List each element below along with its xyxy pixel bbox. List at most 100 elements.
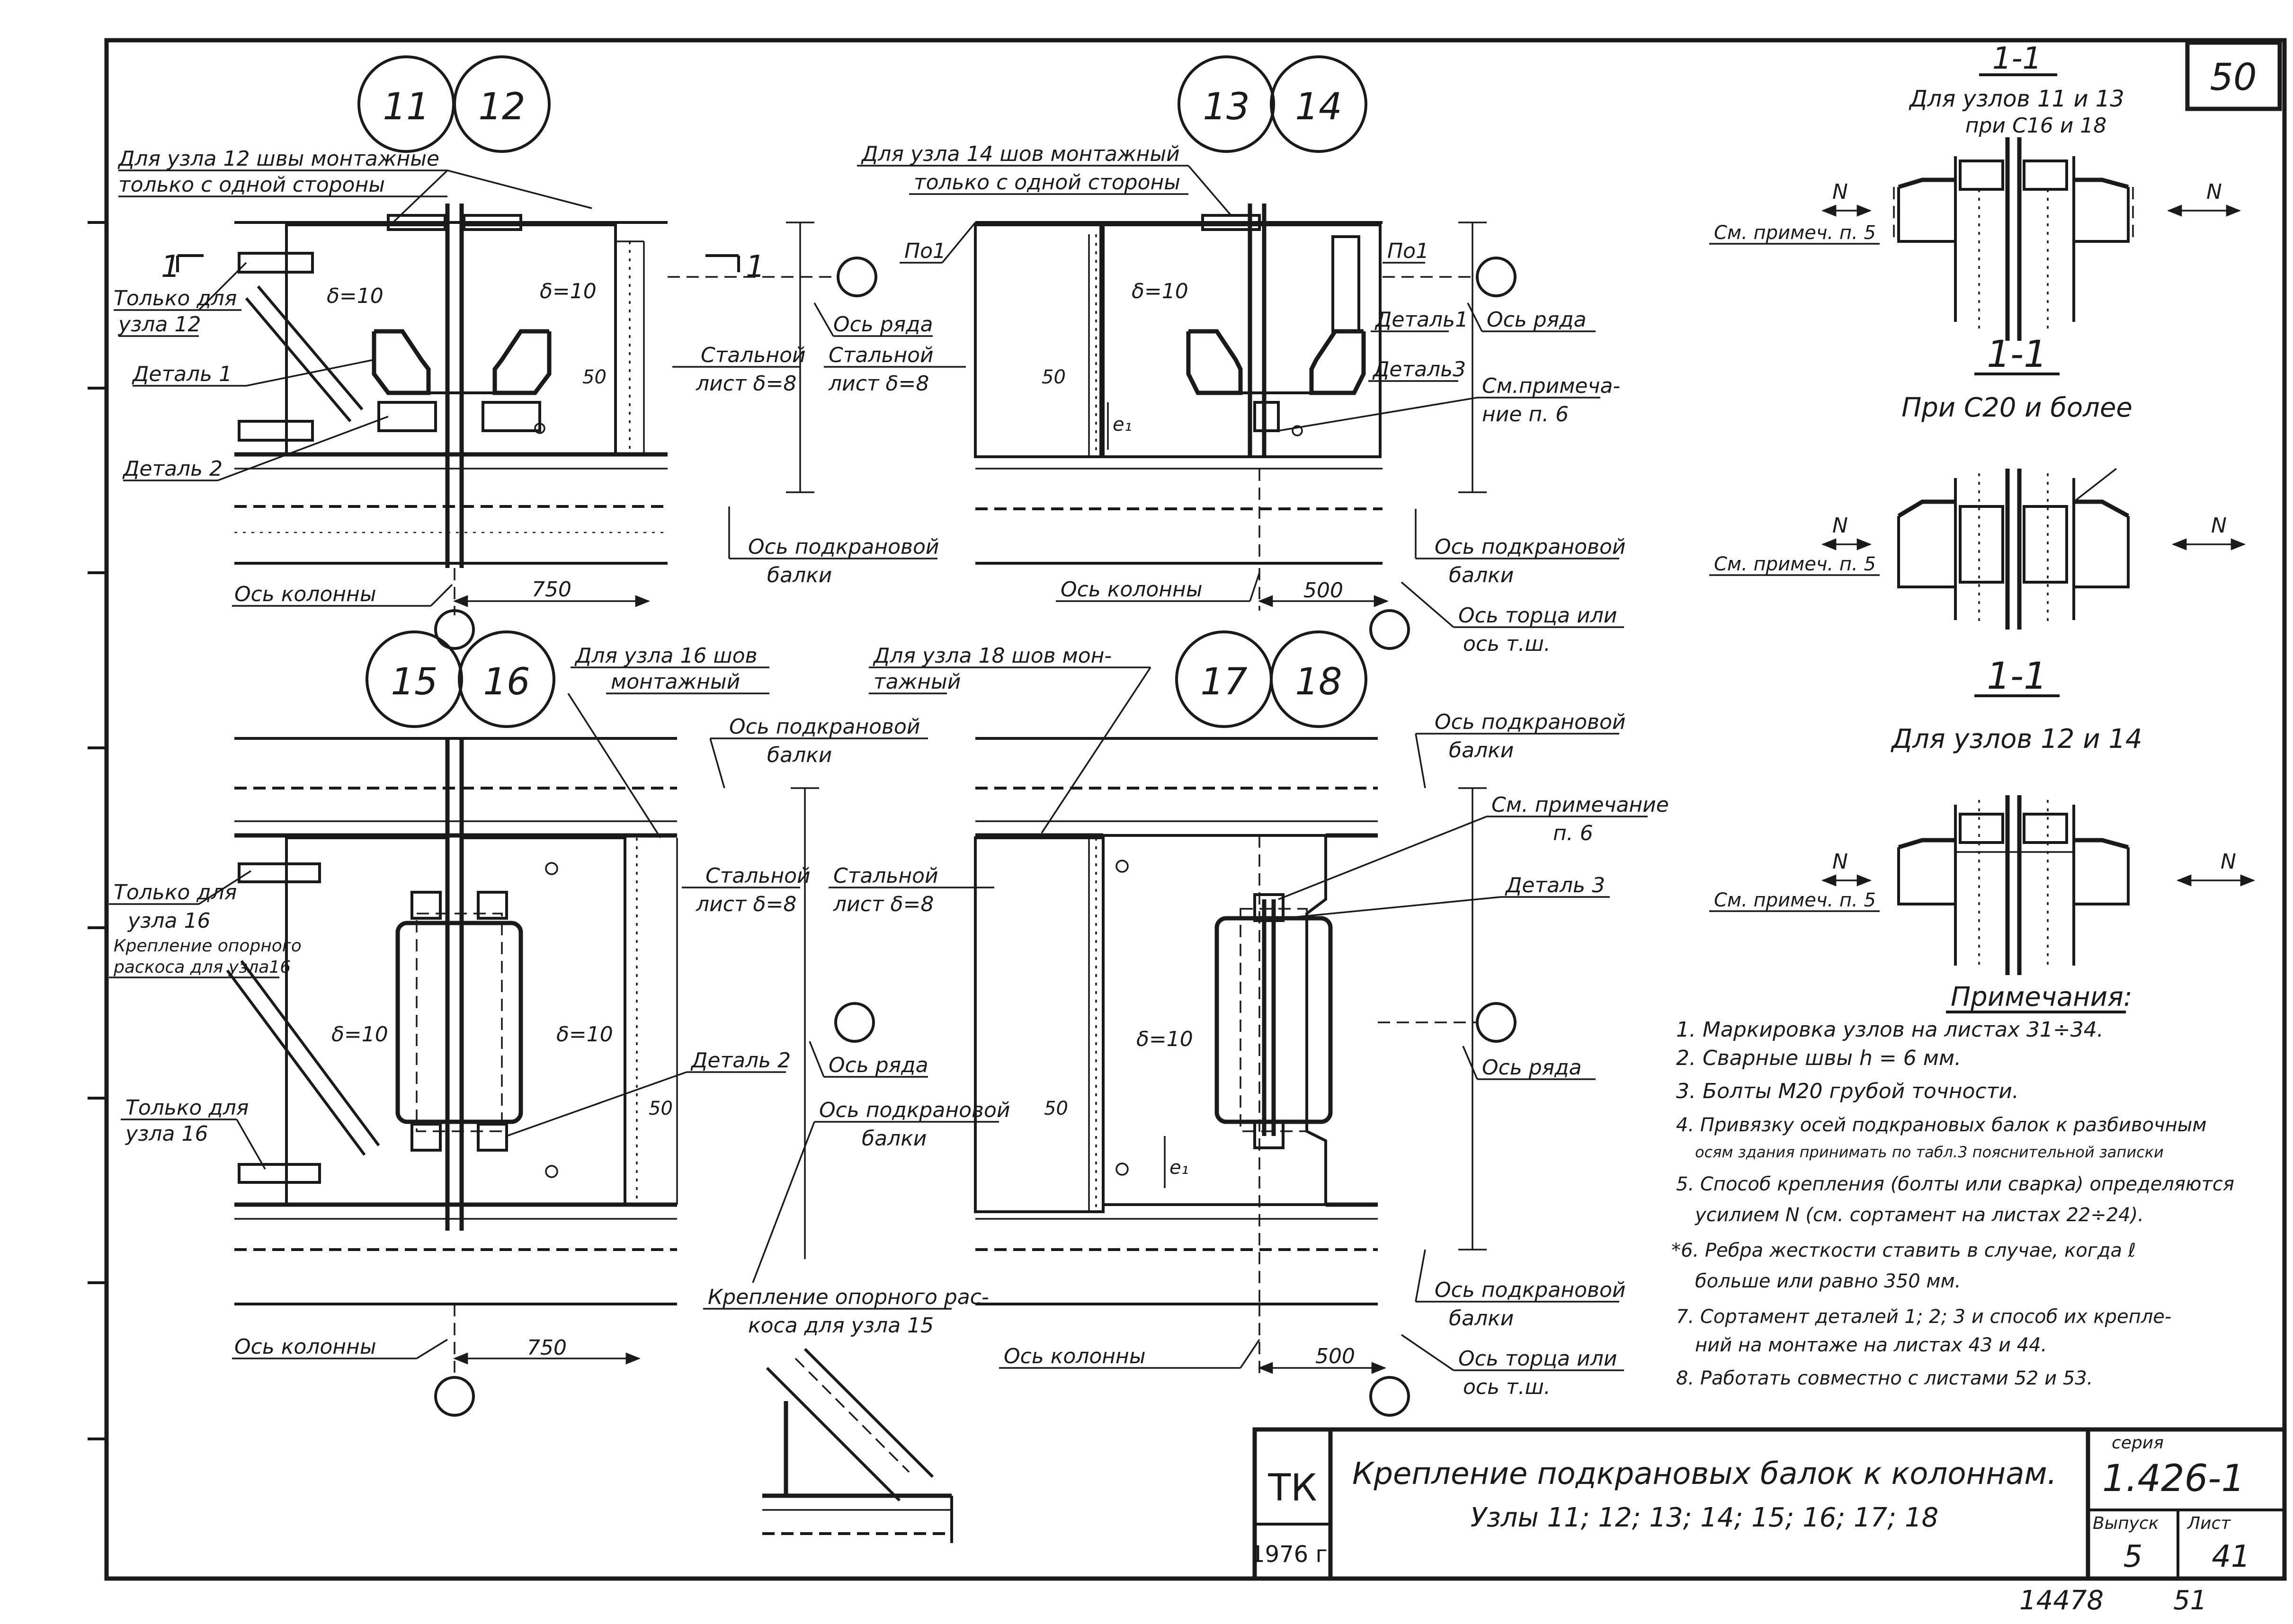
note-6b: больше или равно 350 мм. xyxy=(1695,1270,1961,1292)
note-6a: *6. Ребра жесткости ставить в случае, ко… xyxy=(1671,1240,2136,1261)
notes-block: Примечания: 1. Маркировка узлов на листа… xyxy=(1671,982,2234,1389)
see-note-top-right-l2: ние п. 6 xyxy=(1482,402,1569,426)
force-n-a-left: N xyxy=(1832,180,1848,204)
brace15-l1: Крепление опорного рас- xyxy=(708,1285,989,1309)
node-18-label: 18 xyxy=(1295,661,1342,703)
dim-750-bottom: 750 xyxy=(527,1336,567,1360)
section-a-label: 1-1 xyxy=(1992,41,2042,76)
detail3-label-br: Деталь 3 xyxy=(1505,873,1605,897)
node-marker-18 xyxy=(1270,630,1367,728)
drawing-title-l2: Узлы 11; 12; 13; 14; 15; 16; 17; 18 xyxy=(1471,1502,1938,1533)
end-axis-bubble-top-right xyxy=(1369,609,1410,650)
node-14-label: 14 xyxy=(1295,86,1342,128)
page-number: 50 xyxy=(2210,56,2257,99)
cut-mark-right: 1 xyxy=(746,249,765,284)
e1-br: e₁ xyxy=(1169,1157,1189,1179)
series-label: серия xyxy=(2112,1433,2164,1453)
notes-title: Примечания: xyxy=(1951,982,2132,1012)
crane-beam-axis-br-bot-l1: Ось подкрановой xyxy=(1435,1278,1625,1302)
section-c-label: 1-1 xyxy=(1987,655,2047,698)
brace-attachment-inset xyxy=(762,1348,953,1543)
column-axis-br: Ось колонны xyxy=(1004,1344,1146,1368)
dim-50-br: 50 xyxy=(1044,1098,1068,1119)
node-marker-13 xyxy=(1178,55,1275,153)
node12-weld-note-line2: только с одной стороны xyxy=(118,173,385,197)
node-15-16-drawing: 15 16 Для узла 16 шов монтажный xyxy=(109,630,928,1417)
delta-top-right: δ=10 xyxy=(1132,279,1188,303)
drawing-title-l1: Крепление подкрановых балок к колоннам. xyxy=(1352,1456,2057,1491)
level-left-top-right: По1 xyxy=(904,239,946,263)
handwritten-page-number: 51 xyxy=(2173,1585,2207,1616)
see-note-top-right-l1: См.примеча- xyxy=(1482,374,1620,398)
node-marker-14 xyxy=(1270,55,1367,153)
delta-right-bl: δ=10 xyxy=(556,1022,613,1047)
node18-weld-note-l1: Для узла 18 шов мон- xyxy=(873,644,1112,668)
note-2: 2. Сварные швы h = 6 мм. xyxy=(1676,1046,1961,1070)
title-block: ТК 1976 г. Крепление подкрановых балок к… xyxy=(1250,1427,2287,1581)
crane-beam-axis-br-mid-l1: Ось подкрановой xyxy=(819,1098,1010,1122)
column-axis-bubble-top-left xyxy=(434,609,475,650)
only-for-node12-line1: Только для xyxy=(114,286,237,311)
force-n-c-left: N xyxy=(1832,850,1848,874)
section-b-caption: При С20 и более xyxy=(1901,392,2132,423)
detail2-label-bl: Деталь 2 xyxy=(690,1048,791,1073)
node-marker-15 xyxy=(366,630,463,728)
crane-beam-axis-top-left-l2: балки xyxy=(767,563,832,587)
note-7a: 7. Сортамент деталей 1; 2; 3 и способ их… xyxy=(1676,1306,2171,1328)
dim-50-bl: 50 xyxy=(649,1098,673,1119)
series-value: 1.426-1 xyxy=(2102,1457,2245,1500)
row-axis-br-left: Ось ряда xyxy=(829,1053,928,1077)
end-axis-top-right-l1: Ось торца или xyxy=(1458,603,1617,628)
node-15-label: 15 xyxy=(391,661,437,703)
delta-right-top: δ=10 xyxy=(540,279,597,303)
brace-attach-16-l1: Крепление опорного xyxy=(114,936,302,956)
steel-sheet-label-top-right-l2: лист δ=8 xyxy=(828,372,929,396)
page-number-box: 50 xyxy=(2185,40,2282,111)
detail1-label-top: Деталь 1 xyxy=(132,362,232,386)
note-3: 3. Болты М20 грубой точности. xyxy=(1676,1079,2019,1103)
row-axis-bubble-top-left xyxy=(837,257,877,297)
see-note-5-a: См. примеч. п. 5 xyxy=(1714,222,1876,244)
note-4b: осям здания принимать по табл.3 поясните… xyxy=(1695,1143,2164,1161)
only-for-16b-l2: узла 16 xyxy=(125,1122,208,1146)
delta-left-top: δ=10 xyxy=(327,284,384,308)
end-axis-top-right-l2: ось т.ш. xyxy=(1463,632,1551,656)
node-marker-12 xyxy=(453,55,551,153)
steel-sheet-br-l1: Стальной xyxy=(833,864,938,888)
node-17-18-drawing: 17 18 Для узла 18 шов мон- тажный Ось по… xyxy=(703,630,1669,1543)
level-right-top-right: По1 xyxy=(1387,239,1429,263)
crane-beam-axis-br-bot-l2: балки xyxy=(1449,1306,1514,1331)
see-note-br-l2: п. 6 xyxy=(1553,821,1593,845)
end-axis-br-l1: Ось торца или xyxy=(1458,1347,1617,1371)
section-a-drawing xyxy=(1893,137,2134,341)
row-axis-br-right: Ось ряда xyxy=(1482,1056,1582,1080)
force-n-a-right: N xyxy=(2206,180,2222,204)
section-1-1-group: 1-1 Для узлов 11 и 13 при С16 и 18 N N С… xyxy=(1709,41,2256,975)
delta-br: δ=10 xyxy=(1136,1027,1193,1051)
see-note-5-c: См. примеч. п. 5 xyxy=(1714,889,1876,911)
brace-attach-16-l2: раскоса для узла16 xyxy=(113,958,291,977)
steel-sheet-bl-inner-l2: лист δ=8 xyxy=(696,892,796,916)
node-marker-16 xyxy=(458,630,555,728)
row-axis-label-top-left: Ось ряда xyxy=(833,312,933,337)
section-a-caption-l1: Для узлов 11 и 13 xyxy=(1909,86,2124,112)
detail2-label-top: Деталь 2 xyxy=(122,457,223,481)
sheet-value: 41 xyxy=(2212,1539,2250,1574)
row-axis-bubble-br-left xyxy=(834,1002,875,1043)
section-b-label: 1-1 xyxy=(1987,333,2047,376)
org-code: ТК xyxy=(1267,1467,1317,1509)
section-b-drawing xyxy=(1897,468,2130,630)
dim-500-bottom: 500 xyxy=(1315,1344,1355,1368)
force-n-b-left: N xyxy=(1832,514,1848,538)
note-8: 8. Работать совместно с листами 52 и 53. xyxy=(1676,1367,2093,1389)
crane-beam-axis-top-right-l2: балки xyxy=(1449,563,1514,587)
steel-sheet-label-top-left-l2: лист δ=8 xyxy=(696,372,796,396)
steel-sheet-label-top-left-l1: Стальной xyxy=(701,343,806,367)
node18-weld-note-l2: тажный xyxy=(874,670,961,694)
node-13-14-drawing: 13 14 Для узла 14 шов монтажный только с… xyxy=(824,55,1625,656)
node-11-12-drawing: 11 12 Для узла 12 швы монтажные только с… xyxy=(114,55,939,650)
end-axis-bubble-br xyxy=(1369,1376,1410,1417)
crane-beam-axis-br-mid-l2: балки xyxy=(862,1127,927,1151)
issue-value: 5 xyxy=(2123,1539,2143,1574)
brace15-l2: коса для узла 15 xyxy=(748,1313,934,1338)
